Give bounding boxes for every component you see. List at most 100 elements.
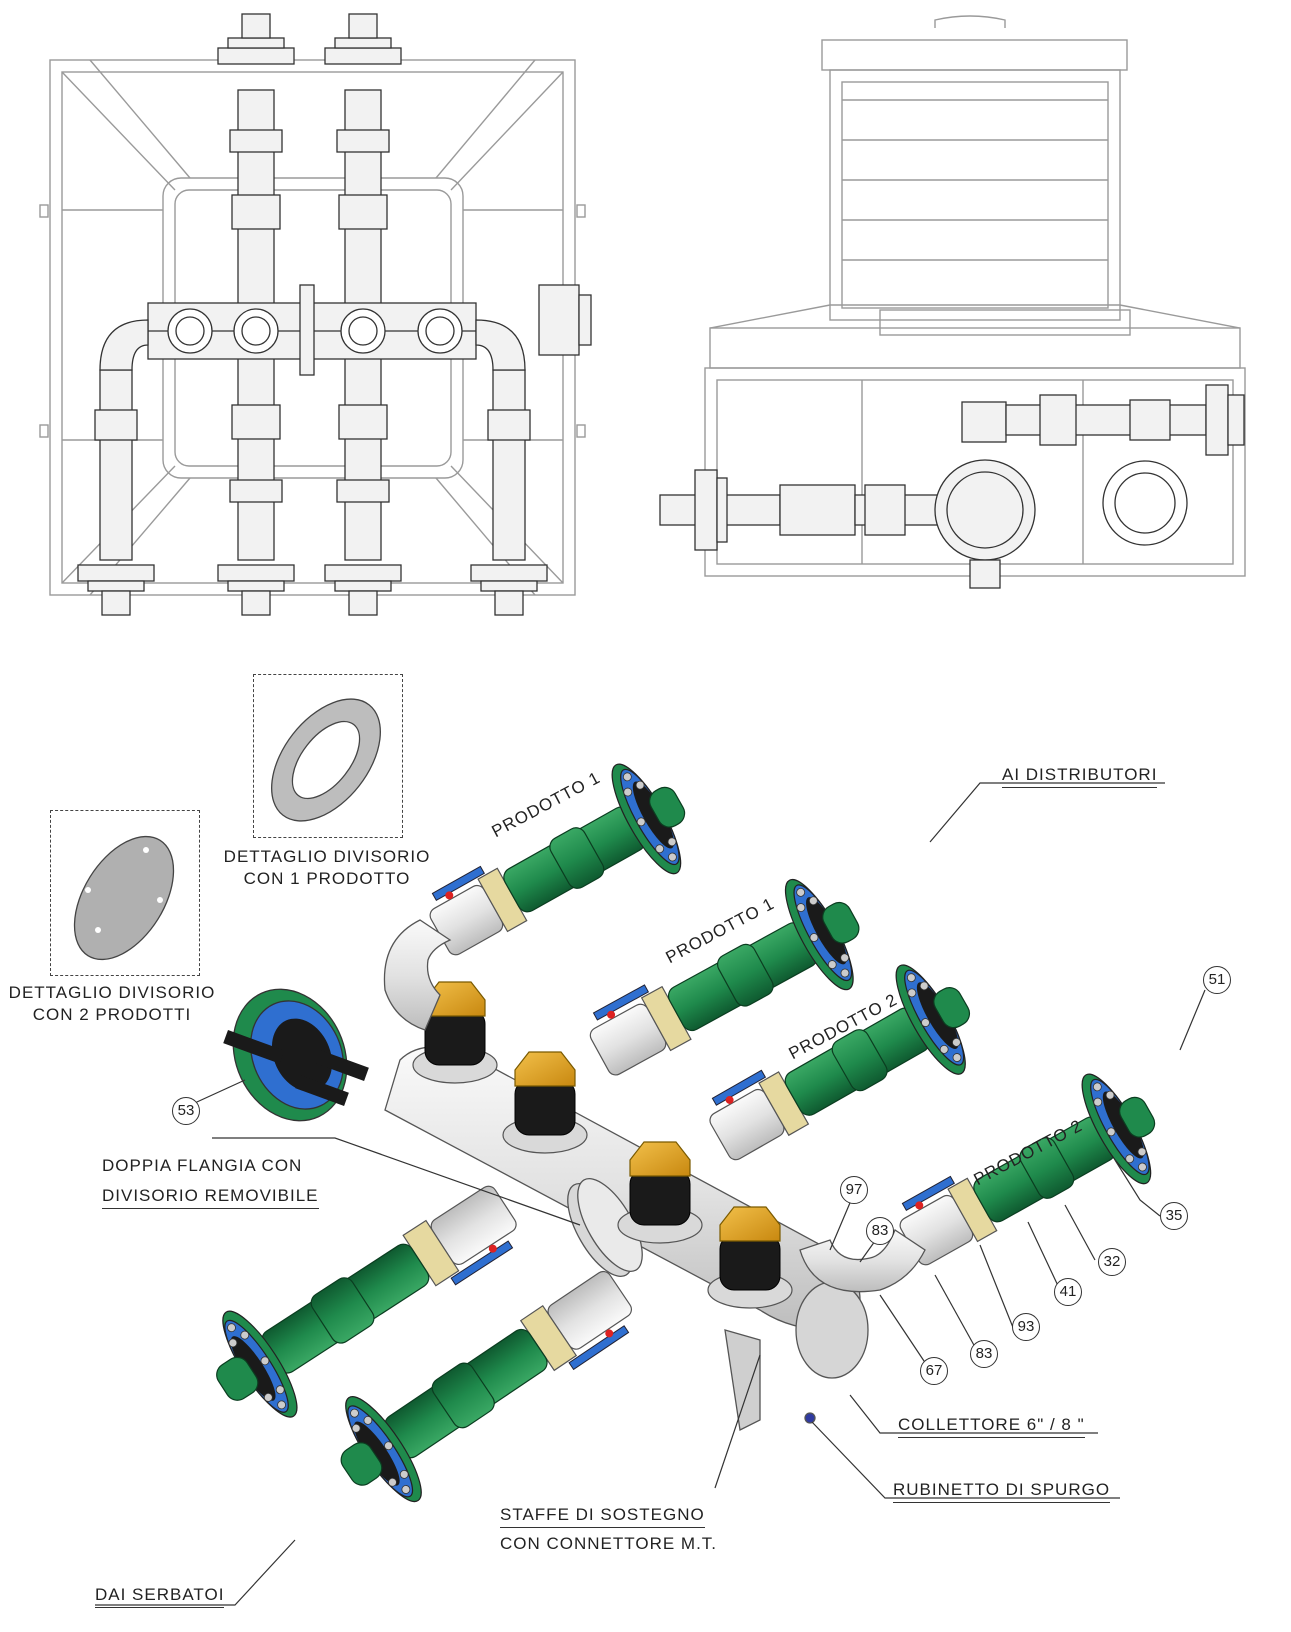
flange-bolt [655, 844, 665, 854]
flange-gasket [632, 781, 674, 849]
pipe-end [216, 1356, 259, 1401]
solenoid-valve-2 [502, 1051, 588, 1154]
flange-bolt [401, 1485, 411, 1494]
plan-view-ports [167, 308, 463, 354]
part-number-32: 32 [1098, 1248, 1126, 1276]
flange-bolt [840, 968, 850, 978]
flange-gasket [1102, 1091, 1144, 1159]
part-number-35: 35 [1160, 1202, 1188, 1230]
solenoid-valve-4 [707, 1206, 793, 1309]
run-prodotto-2a [709, 964, 971, 1161]
flange-bolt [667, 837, 677, 847]
flange-bolt [919, 981, 929, 991]
flange-bolt [636, 817, 646, 827]
flange-bolt [668, 852, 677, 862]
valve-handle [450, 1240, 514, 1286]
pipe-sleeve [431, 1362, 495, 1429]
flange-bolt [796, 887, 806, 897]
valve-indicator [915, 1201, 924, 1210]
label-rubinetto: RUBINETTO DI SPURGO [893, 1480, 1111, 1503]
solenoid-valve-3 [617, 1141, 703, 1244]
label-doppia-flangia-2: DIVISORIO REMOVIBILE [102, 1186, 319, 1209]
part-number-53: 53 [172, 1097, 200, 1125]
divider-detail-1-product [271, 698, 381, 822]
flange-bolt [809, 933, 819, 942]
solenoid-valves [412, 981, 793, 1309]
flange-bolt [351, 1423, 361, 1433]
label-ai-distributori: AI DISTRIBUTORI [1002, 765, 1158, 788]
removable-flange-53 [223, 988, 369, 1122]
flange-bolt [1092, 1082, 1102, 1092]
pipe-runs [216, 763, 1156, 1503]
valve-indicator [725, 1095, 734, 1104]
flange-gasket [354, 1421, 400, 1486]
flange-bolt [1105, 1090, 1115, 1100]
detail-label-2-products: DETTAGLIO DIVISORIO CON 2 PRODOTTI [0, 982, 224, 1026]
label-doppia-flangia-1: DOPPIA FLANGIA CON [102, 1156, 303, 1175]
elevation-view-piping [659, 384, 1245, 589]
flange-gasket [230, 1336, 276, 1401]
flange-bolt [399, 1469, 409, 1479]
part-number-67: 67 [920, 1357, 948, 1385]
flange-bolt [240, 1330, 250, 1340]
flange-bolt [623, 787, 633, 797]
pipe-end [933, 987, 971, 1029]
flange-gasket [916, 982, 959, 1049]
flange-bolt [1138, 1162, 1147, 1172]
flange-bolt [1125, 1154, 1135, 1164]
run-serbatoi-a [216, 1185, 517, 1418]
detail-1-line1: DETTAGLIO DIVISORIO [223, 847, 431, 866]
flange-bolt [260, 1356, 270, 1366]
elevation-view-port [1102, 460, 1188, 546]
detail-2-line2: CON 2 PRODOTTI [32, 1005, 192, 1024]
flange-bolt [227, 1323, 236, 1333]
flange-bolt [808, 896, 818, 906]
flange-bolt [939, 1044, 949, 1054]
valve-indicator [605, 1329, 614, 1338]
detail-label-1-product: DETTAGLIO DIVISORIO CON 1 PRODOTTO [205, 846, 449, 890]
label-collettore: COLLETTORE 6" / 8 " [898, 1415, 1085, 1438]
elbow-left [383, 919, 452, 1031]
valve-handle [431, 865, 485, 902]
solenoid-cap [629, 1141, 691, 1177]
pipe-sleeve [310, 1277, 375, 1344]
label-dai-serbatoi: DAI SERBATOI [95, 1585, 225, 1608]
part-number-93: 93 [1012, 1313, 1040, 1341]
valve-handle [711, 1069, 767, 1106]
flange-bolt [906, 973, 916, 983]
flange-bolt [827, 960, 837, 969]
flange-bolt [228, 1338, 238, 1348]
valve-handle [901, 1175, 955, 1212]
pipe-sleeve [1019, 1137, 1075, 1199]
flange-bolt [796, 903, 806, 912]
pipe-sleeve [831, 1029, 888, 1092]
flange-bolt [1137, 1147, 1147, 1157]
flange-bolt [952, 1037, 961, 1047]
part-number-83b: 83 [970, 1340, 998, 1368]
pipe-end [1119, 1096, 1156, 1138]
flange-bolt [388, 1477, 397, 1487]
flange-bolt [840, 953, 850, 963]
flange-bolt [622, 772, 632, 782]
run-prodotto-1a [429, 763, 686, 956]
detail-1-line2: CON 1 PRODOTTO [243, 869, 411, 888]
part-number-51: 51 [1203, 966, 1231, 994]
flange-bolt [350, 1408, 359, 1418]
valve-handle [592, 984, 650, 1021]
leader-lines [95, 782, 1206, 1606]
pipe-sleeve [717, 943, 774, 1007]
solenoid-cap [719, 1206, 781, 1242]
flange-bolt [263, 1393, 273, 1402]
valve-indicator [445, 891, 454, 900]
pipe-end [649, 786, 686, 828]
part-number-97: 97 [840, 1176, 868, 1204]
flange-bolt [363, 1415, 373, 1425]
pipe-sleeve [549, 827, 605, 889]
flange-bolt [275, 1385, 285, 1395]
run-serbatoi-b [340, 1270, 633, 1503]
pipe-end [822, 901, 860, 944]
flange-bolt [907, 988, 917, 998]
flange-bolt [277, 1400, 286, 1410]
flange-gasket [806, 897, 847, 965]
plan-view-piping [77, 13, 592, 616]
